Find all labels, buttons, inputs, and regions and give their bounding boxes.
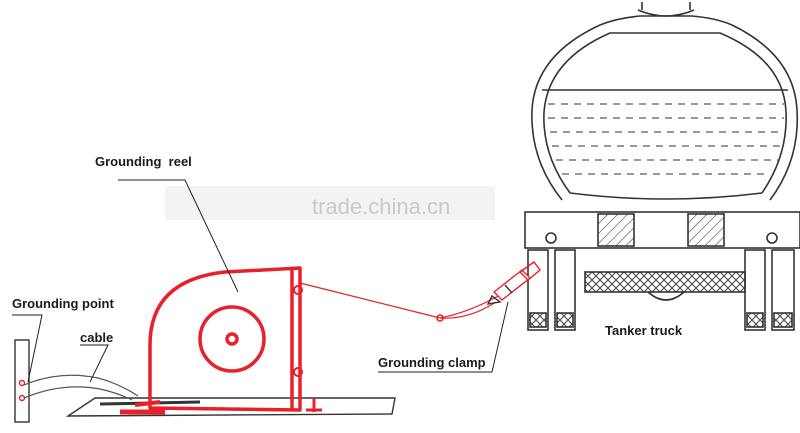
grounding-clamp — [486, 261, 541, 305]
reel-bolt — [293, 367, 303, 377]
reel-bolt — [293, 285, 303, 295]
reel-drum — [198, 305, 266, 373]
leader-grounding-point — [12, 314, 43, 383]
watermark-text: trade.china.cn — [312, 194, 450, 219]
label-grounding-reel: Grounding reel — [95, 154, 192, 169]
leader-grounding-clamp — [378, 301, 509, 373]
tank-inner — [543, 32, 787, 194]
tank-top — [599, 15, 733, 26]
leader-grounding-reel — [118, 179, 239, 293]
leader-cable — [80, 344, 109, 383]
frame-block-left — [597, 213, 635, 247]
tank-manhole — [637, 2, 695, 17]
label-tanker-truck: Tanker truck — [605, 323, 683, 338]
clamp-cable — [299, 282, 501, 322]
frame-block-right — [687, 213, 725, 247]
reel-hub — [225, 332, 239, 346]
watermark: trade.china.cn — [165, 186, 495, 220]
label-cable: cable — [80, 330, 113, 345]
liquid-dashes — [548, 103, 784, 175]
tanker-truck — [524, 2, 800, 331]
left-wheels — [527, 249, 576, 331]
grounding-point-post — [14, 339, 30, 423]
base-plate — [65, 397, 396, 417]
frame-bolt — [766, 232, 778, 244]
chassis-frame — [524, 211, 800, 249]
ground-cable — [23, 374, 139, 401]
right-wheels — [744, 249, 795, 331]
tank-shell — [531, 24, 799, 201]
tank-base — [569, 192, 763, 200]
label-grounding-clamp: Grounding clamp — [378, 355, 486, 370]
grounding-reel — [120, 266, 322, 415]
reel-foot-right — [306, 398, 322, 412]
axle — [584, 271, 746, 293]
leader-lines — [12, 179, 509, 383]
label-grounding-point: Grounding point — [12, 296, 114, 311]
differential — [647, 291, 685, 301]
cable-entry — [134, 400, 161, 407]
frame-bolt — [545, 232, 557, 244]
reel-housing — [148, 266, 302, 412]
